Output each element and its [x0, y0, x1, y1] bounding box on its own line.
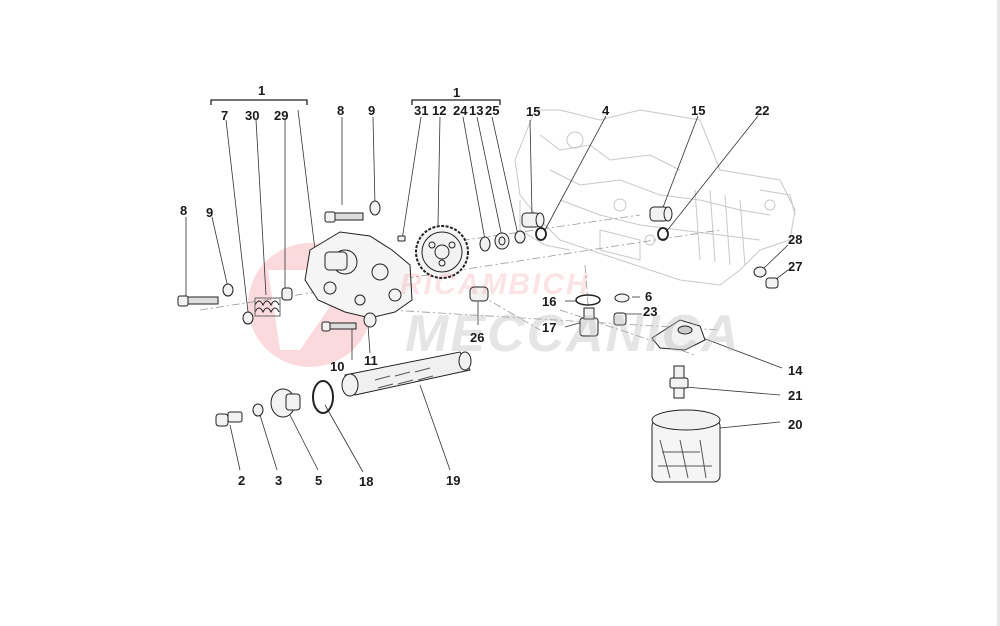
gasket-18	[312, 380, 334, 414]
callout-8-left[interactable]: 8	[180, 203, 188, 218]
plug-27	[765, 277, 779, 289]
callout-25[interactable]: 25	[485, 103, 500, 118]
parts	[177, 200, 779, 483]
washer-9-left	[222, 283, 234, 297]
valve-29	[281, 287, 293, 301]
oil-pump-body	[304, 231, 413, 319]
callout-15-right[interactable]: 15	[691, 103, 706, 118]
plug-23	[613, 312, 627, 326]
callout-4[interactable]: 4	[602, 103, 610, 118]
nipple-21	[669, 365, 689, 399]
callout-2[interactable]: 2	[238, 473, 246, 488]
callout-22[interactable]: 22	[755, 103, 770, 118]
callout-1-left[interactable]: 1	[258, 83, 266, 98]
callout-15-left[interactable]: 15	[526, 104, 541, 119]
callout-30[interactable]: 30	[245, 108, 260, 123]
bolt-8-left	[177, 295, 219, 307]
callout-19[interactable]: 19	[446, 473, 461, 488]
washer-28	[753, 266, 767, 278]
callout-6[interactable]: 6	[645, 289, 653, 304]
o-ring-4	[535, 227, 547, 241]
callout-23[interactable]: 23	[643, 304, 658, 319]
bushing-15-right	[649, 206, 673, 222]
callout-1-right[interactable]: 1	[453, 85, 461, 100]
callout-11[interactable]: 11	[364, 353, 378, 368]
leader-lines	[185, 109, 789, 473]
callout-7[interactable]: 7	[221, 108, 229, 123]
callout-17[interactable]: 17	[542, 320, 557, 335]
spring-30	[254, 297, 281, 317]
washer-11	[363, 312, 377, 328]
fitting-17	[579, 307, 599, 337]
o-ring-22	[657, 227, 669, 241]
washer-6	[614, 293, 630, 303]
group-brackets	[210, 99, 501, 105]
callout-20[interactable]: 20	[788, 417, 803, 432]
gear-12	[415, 225, 469, 279]
callout-29[interactable]: 29	[274, 108, 289, 123]
plug-7	[242, 311, 254, 325]
callout-5[interactable]: 5	[315, 473, 323, 488]
oil-filter-20	[651, 409, 721, 483]
callout-14[interactable]: 14	[788, 363, 803, 378]
bolt-10	[321, 321, 357, 332]
callout-18[interactable]: 18	[359, 474, 374, 489]
strainer-19	[341, 351, 472, 397]
bushing-26	[469, 286, 489, 302]
callout-9-top[interactable]: 9	[368, 103, 376, 118]
callout-3[interactable]: 3	[275, 473, 283, 488]
page-edge	[997, 0, 1000, 626]
callout-24[interactable]: 24	[453, 103, 468, 118]
pin-31	[397, 235, 406, 242]
callout-12[interactable]: 12	[432, 103, 447, 118]
bracket-14	[651, 319, 706, 351]
callout-31[interactable]: 31	[414, 103, 429, 118]
callout-21[interactable]: 21	[788, 388, 803, 403]
callout-10[interactable]: 10	[330, 359, 345, 374]
cap-5	[270, 388, 301, 418]
callout-26[interactable]: 26	[470, 330, 485, 345]
ring-16	[575, 294, 601, 306]
washer-9-top	[369, 200, 381, 216]
callout-27[interactable]: 27	[788, 259, 803, 274]
callout-9-left[interactable]: 9	[206, 205, 214, 220]
washer-3	[252, 403, 264, 417]
engine-block-outline	[514, 109, 796, 286]
callout-8-top[interactable]: 8	[337, 103, 345, 118]
callout-13[interactable]: 13	[469, 103, 484, 118]
bolt-8-top	[324, 211, 364, 223]
washer-24	[479, 236, 491, 252]
callout-16[interactable]: 16	[542, 294, 557, 309]
plug-2	[215, 411, 243, 427]
washer-25	[514, 230, 526, 244]
callout-28[interactable]: 28	[788, 232, 803, 247]
bushing-15-left	[521, 212, 545, 228]
